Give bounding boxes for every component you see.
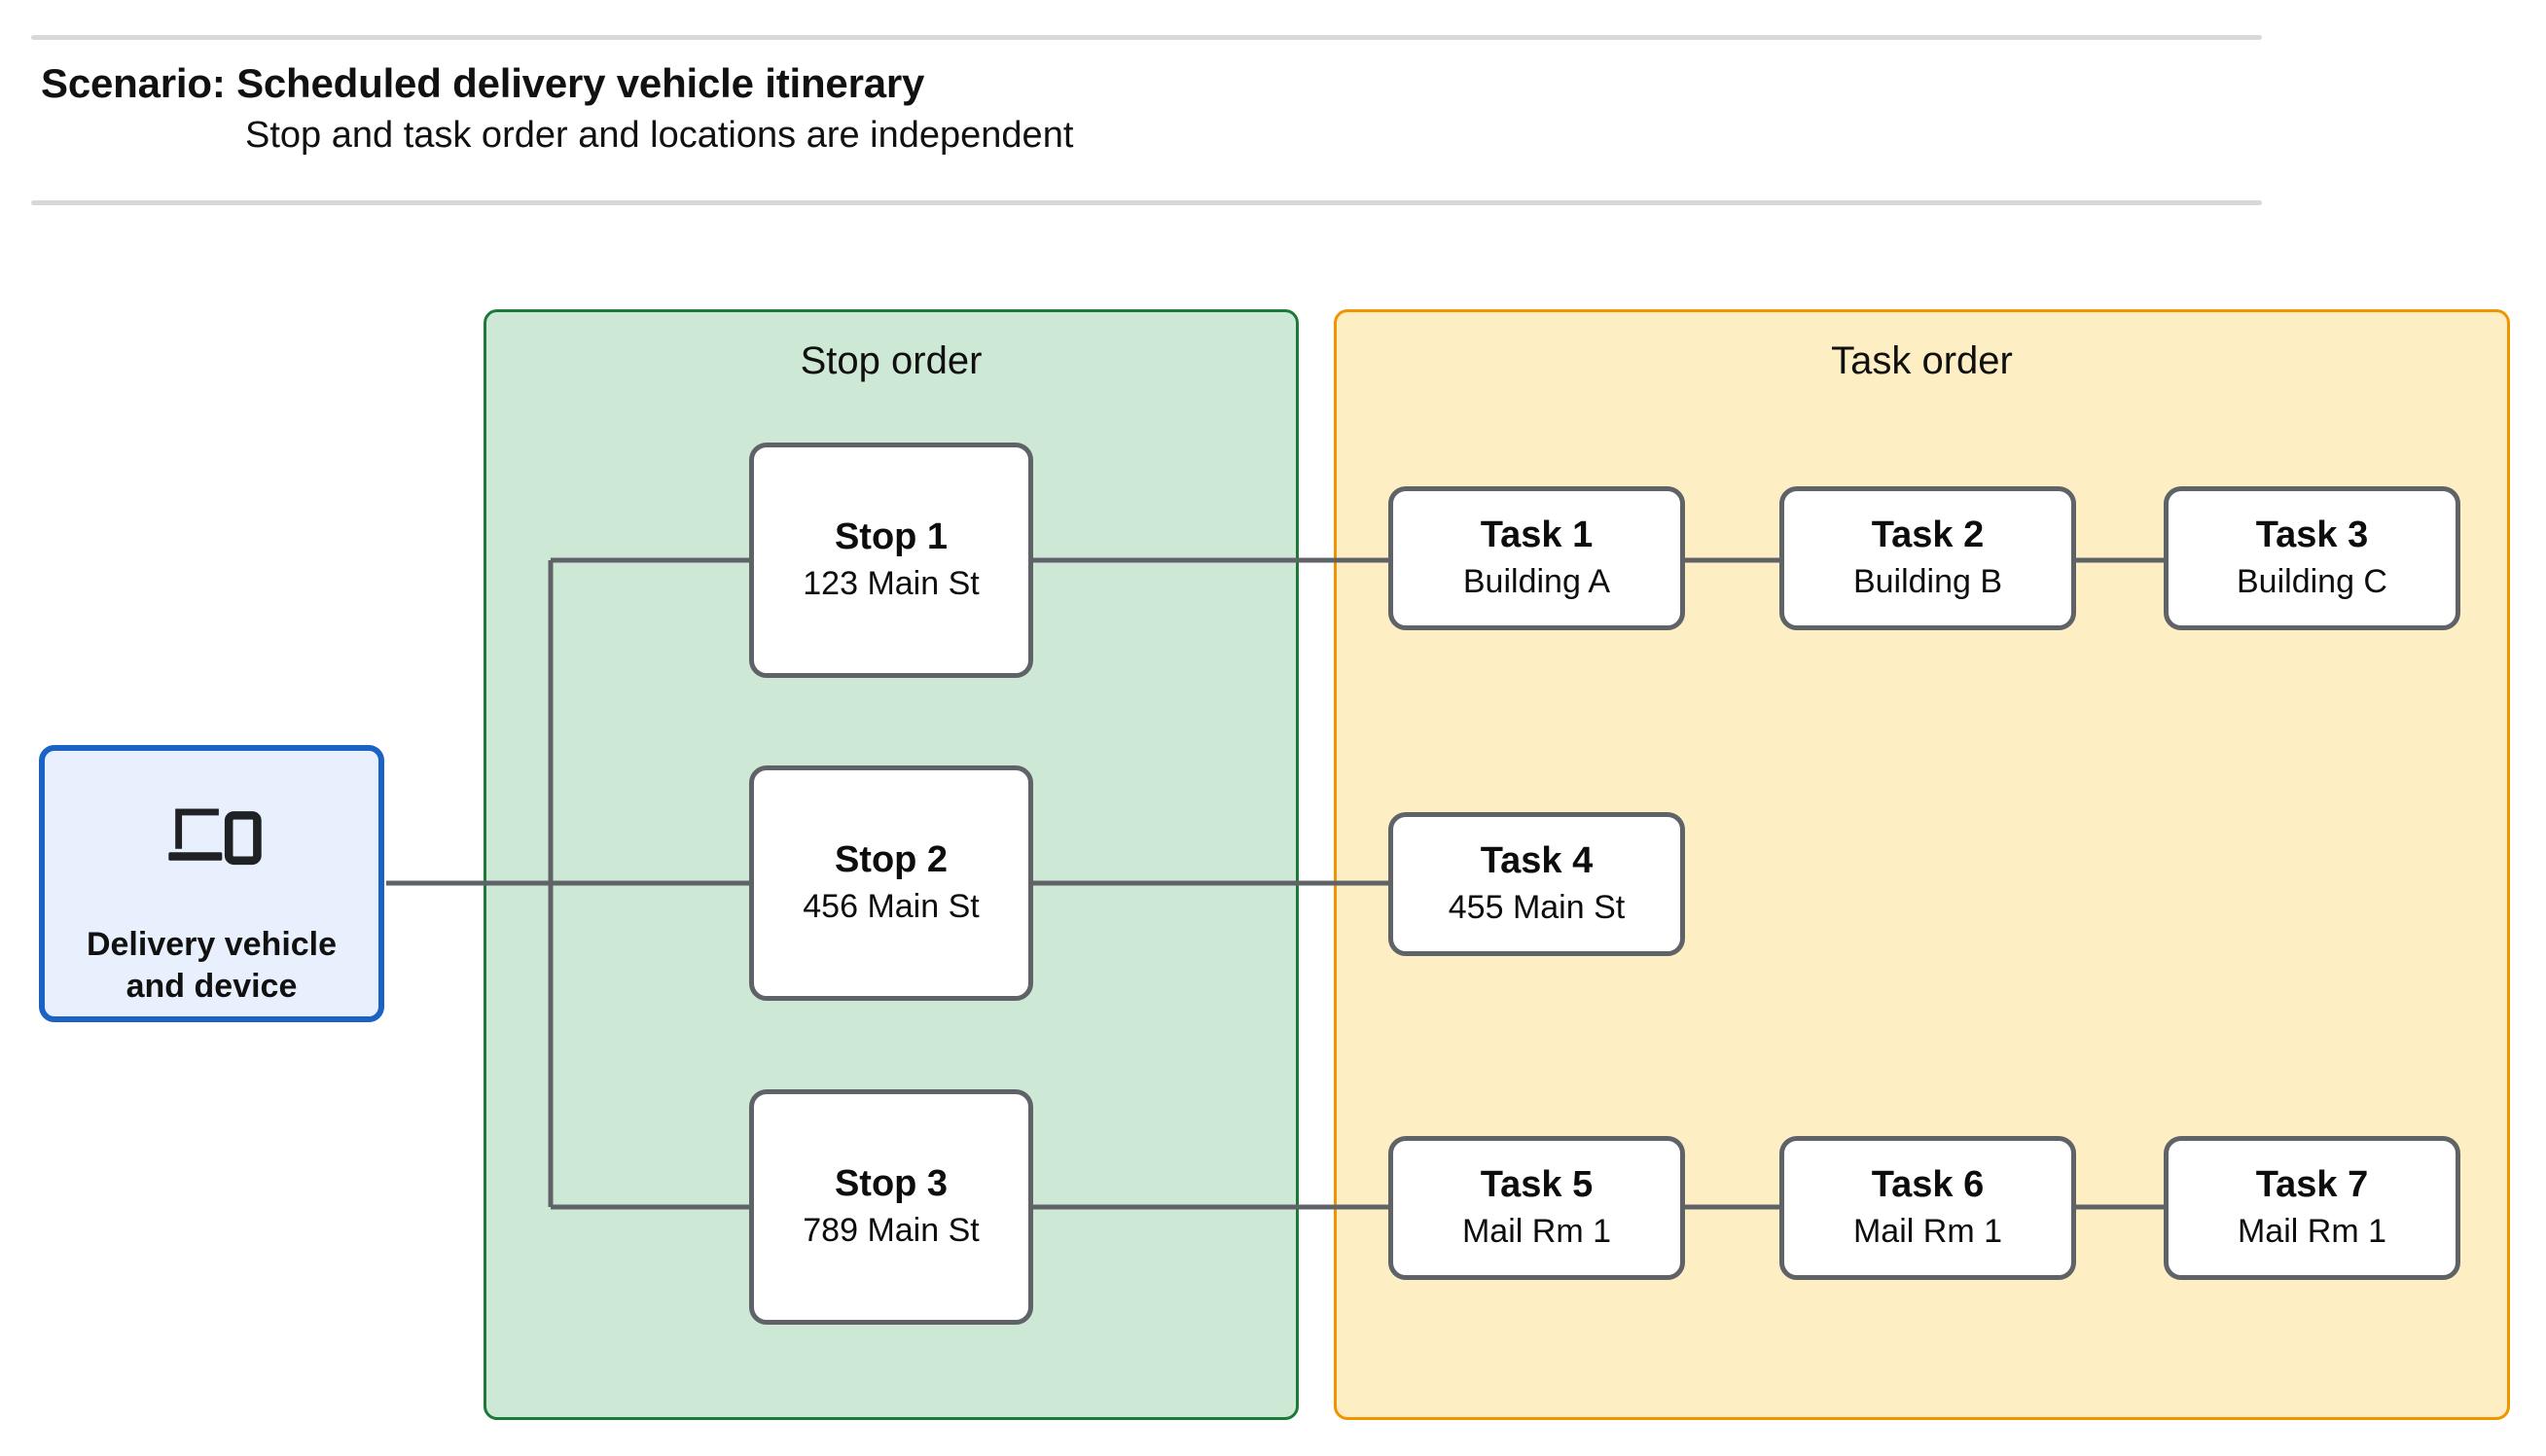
header-divider-bottom: [31, 200, 2262, 205]
task-node-7-subtitle: Mail Rm 1: [2237, 1213, 2387, 1251]
stop-node-1-title: Stop 1: [834, 515, 949, 557]
task-node-4-title: Task 4: [1480, 839, 1594, 881]
task-node-3-title: Task 3: [2255, 514, 2369, 555]
task-node-3[interactable]: Task 3 Building C: [2164, 486, 2460, 630]
page-subtitle: Stop and task order and locations are in…: [245, 115, 1074, 156]
task-node-1[interactable]: Task 1 Building A: [1388, 486, 1685, 630]
page-header: Scenario: Scheduled delivery vehicle iti…: [0, 0, 2546, 209]
task-node-2-subtitle: Building B: [1852, 563, 2003, 601]
task-node-7-title: Task 7: [2255, 1163, 2369, 1205]
task-node-7[interactable]: Task 7 Mail Rm 1: [2164, 1136, 2460, 1280]
task-node-2-title: Task 2: [1871, 514, 1985, 555]
page-title: Scenario: Scheduled delivery vehicle iti…: [41, 60, 925, 106]
stop-node-1-subtitle: 123 Main St: [803, 565, 980, 603]
stop-node-3[interactable]: Stop 3 789 Main St: [749, 1089, 1033, 1325]
task-node-6-subtitle: Mail Rm 1: [1852, 1213, 2003, 1251]
task-node-5-title: Task 5: [1480, 1163, 1594, 1205]
stop-node-3-subtitle: 789 Main St: [803, 1212, 980, 1250]
delivery-vehicle-node[interactable]: Delivery vehicle and device: [39, 745, 384, 1022]
stop-order-panel-title: Stop order: [800, 339, 983, 382]
stop-node-1[interactable]: Stop 1 123 Main St: [749, 443, 1033, 678]
stop-node-2-subtitle: 456 Main St: [803, 888, 980, 926]
task-node-6[interactable]: Task 6 Mail Rm 1: [1779, 1136, 2076, 1280]
task-node-5[interactable]: Task 5 Mail Rm 1: [1388, 1136, 1685, 1280]
task-node-1-title: Task 1: [1480, 514, 1594, 555]
header-divider-top: [31, 35, 2262, 40]
task-node-1-subtitle: Building A: [1462, 563, 1611, 601]
task-node-3-subtitle: Building C: [2237, 563, 2387, 601]
stop-node-3-title: Stop 3: [834, 1162, 949, 1204]
delivery-vehicle-label: Delivery vehicle and device: [86, 926, 338, 1005]
task-node-6-title: Task 6: [1871, 1163, 1985, 1205]
stop-node-2[interactable]: Stop 2 456 Main St: [749, 765, 1033, 1001]
stop-node-2-title: Stop 2: [834, 838, 949, 880]
task-node-2[interactable]: Task 2 Building B: [1779, 486, 2076, 630]
devices-laptop-phone-icon: [167, 808, 262, 866]
task-node-4[interactable]: Task 4 455 Main St: [1388, 812, 1685, 956]
task-node-4-subtitle: 455 Main St: [1448, 889, 1626, 927]
task-node-5-subtitle: Mail Rm 1: [1461, 1213, 1612, 1251]
task-order-panel-title: Task order: [1831, 339, 2013, 382]
